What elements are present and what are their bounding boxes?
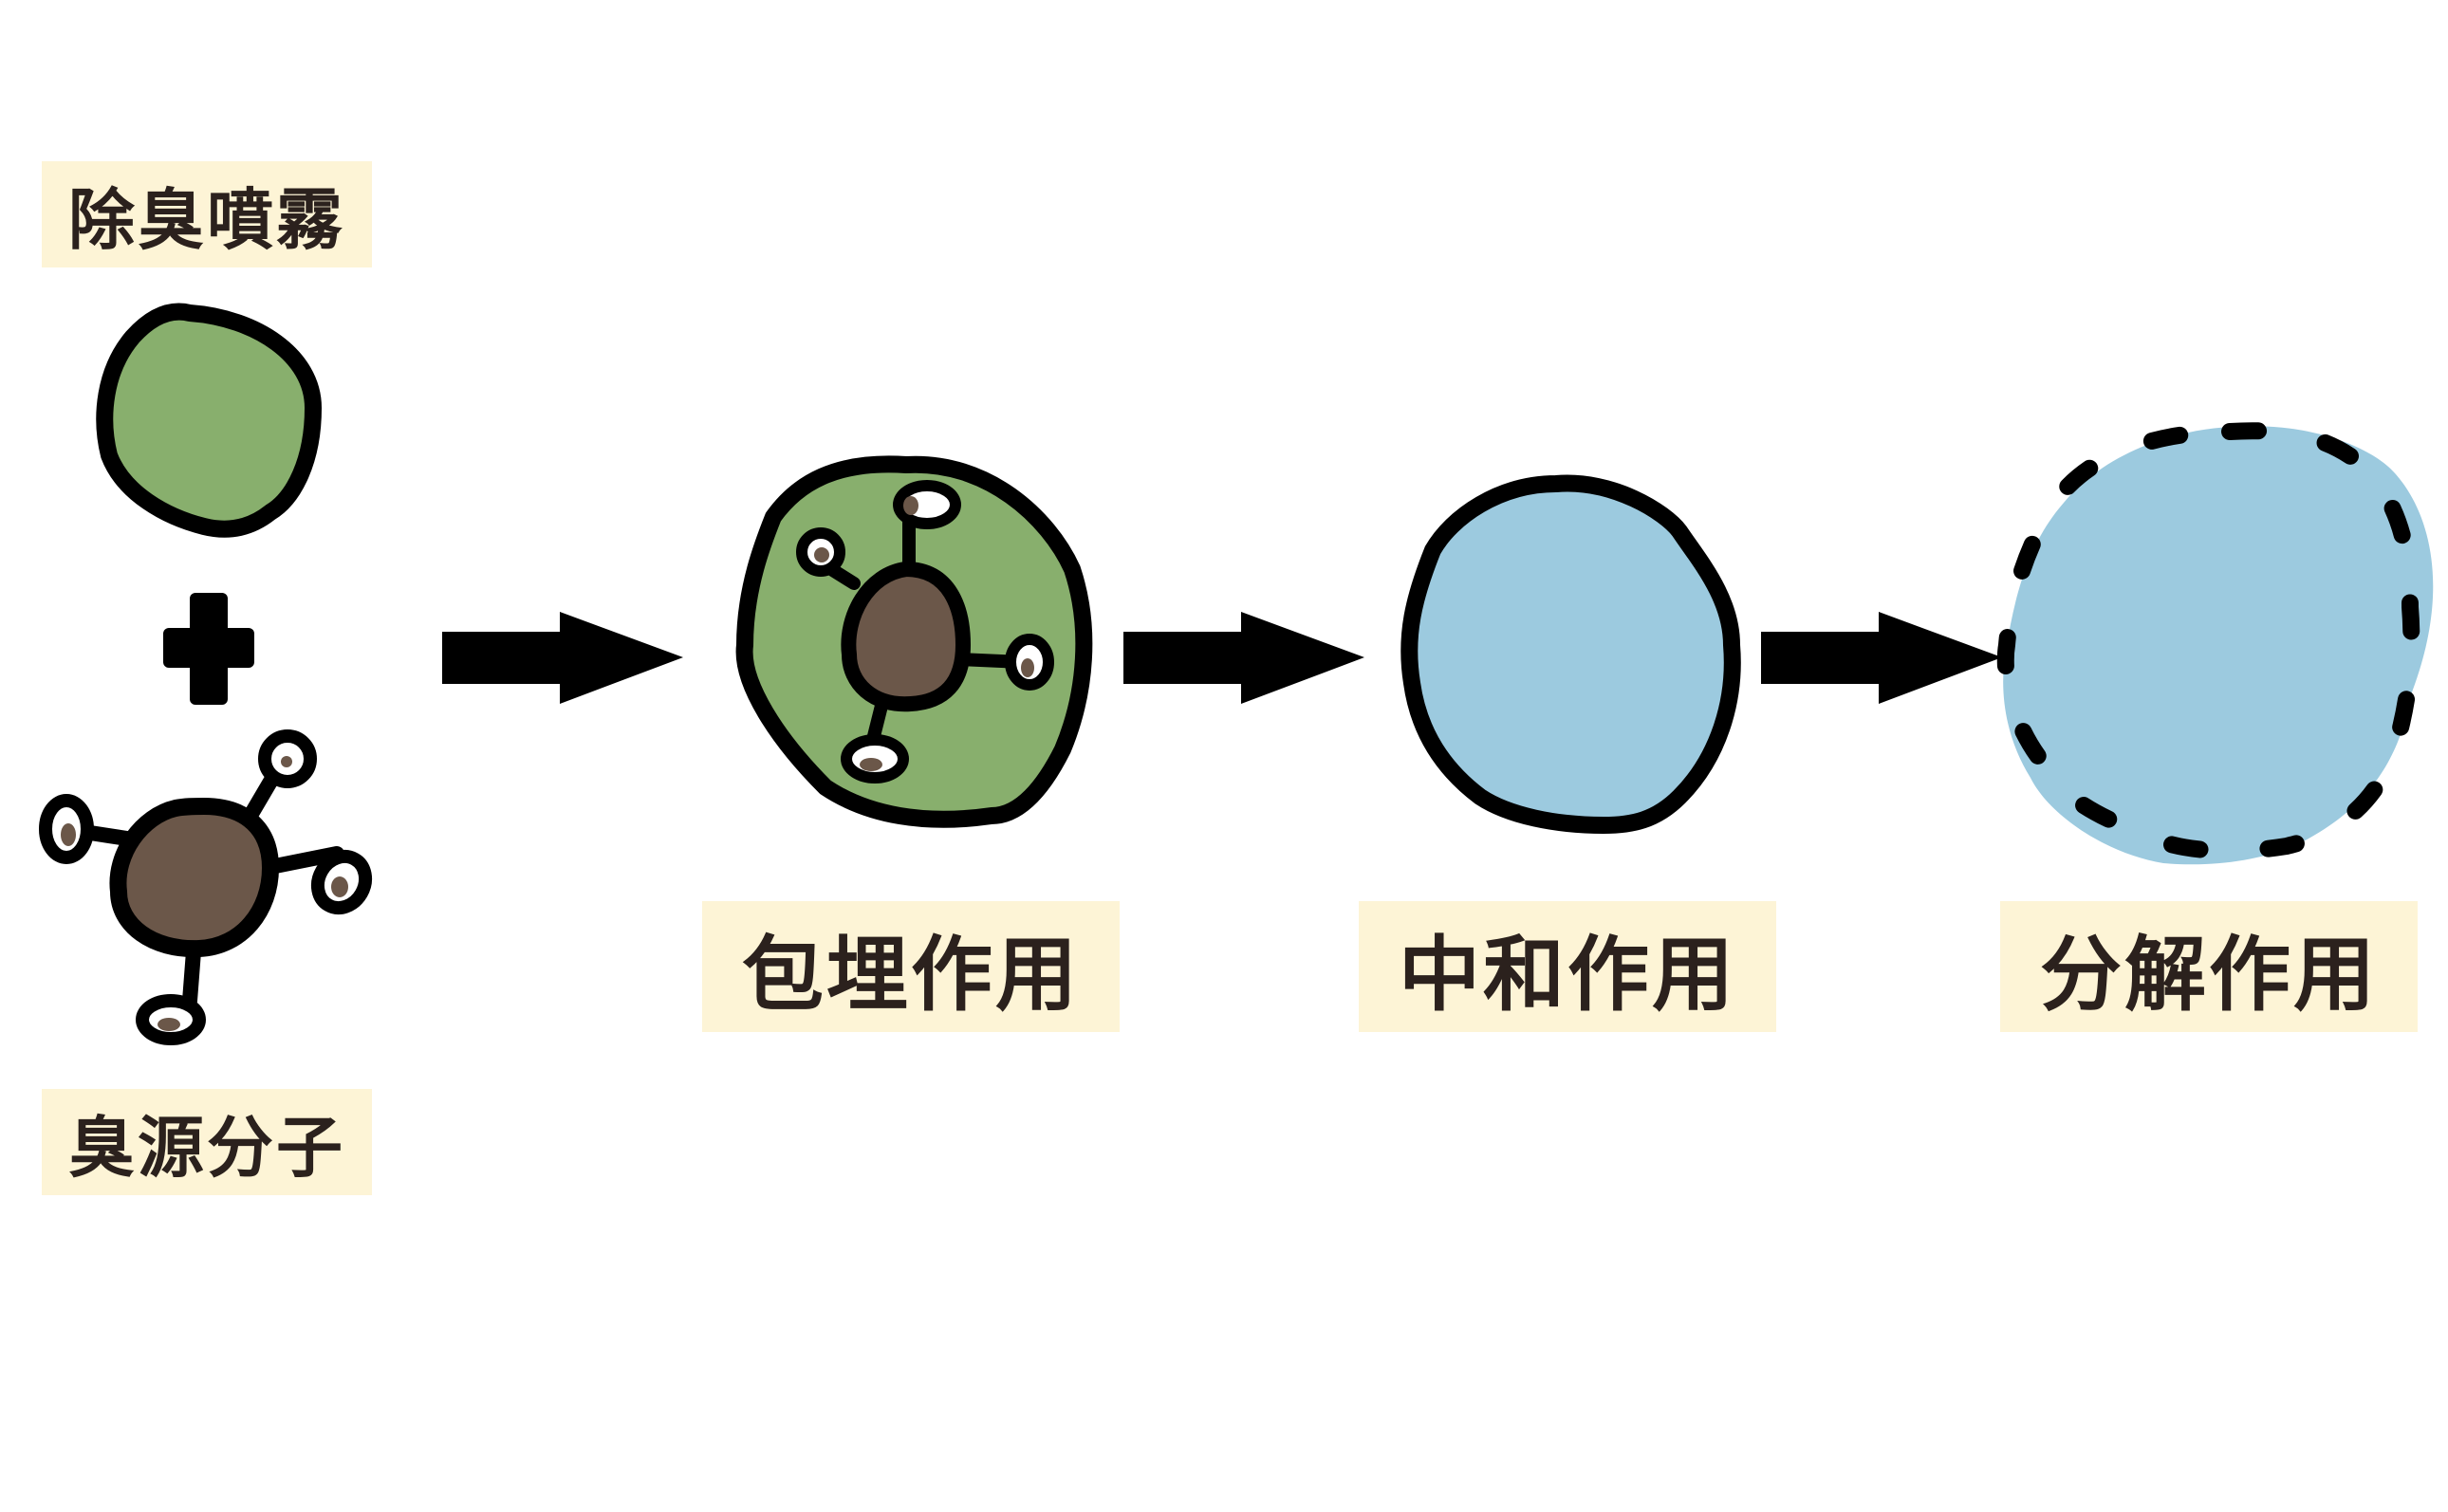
label-embedding: 包埋作用 — [702, 901, 1120, 1032]
arrow-right-icon — [1761, 612, 2002, 704]
spray-droplet-icon — [104, 312, 313, 529]
label-odor-molecule: 臭源分子 — [42, 1089, 372, 1195]
decomposed-droplet-icon — [2003, 426, 2433, 864]
odor-molecule-icon — [46, 736, 375, 1039]
arrow-right-icon — [1123, 612, 1364, 704]
arrow-right-icon — [442, 612, 683, 704]
label-decomposition: 分解作用 — [2000, 901, 2418, 1032]
label-deodorant-spray: 除臭噴霧 — [42, 161, 372, 267]
neutralized-droplet-icon — [1409, 484, 1733, 825]
embedding-droplet-icon — [745, 464, 1085, 819]
label-neutralization: 中和作用 — [1359, 901, 1776, 1032]
plus-icon — [163, 593, 254, 705]
